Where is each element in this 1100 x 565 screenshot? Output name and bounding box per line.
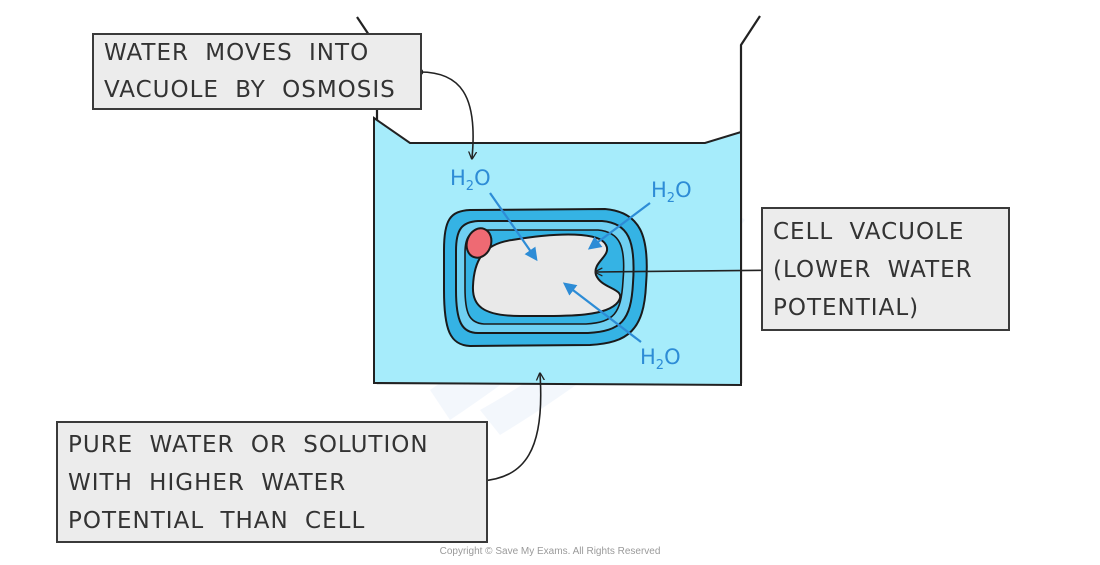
- water-arrow-bottom-right: [562, 282, 642, 343]
- osmosis-label: WATER MOVES INTO VACUOLE BY OSMOSIS: [92, 33, 422, 110]
- solution-leader: [480, 374, 541, 482]
- vacuole-label-line-1: CELL VACUOLE: [773, 219, 965, 245]
- solution-label-line-3: POTENTIAL THAN CELL: [68, 508, 366, 534]
- h2o-label-top-right: H2O: [651, 178, 692, 206]
- solution-label-line-1: PURE WATER OR SOLUTION: [68, 432, 429, 458]
- water-arrow-top-left: [489, 192, 538, 262]
- h2o-label-bottom: H2O: [640, 345, 681, 373]
- vacuole-label-line-3: POTENTIAL): [773, 295, 920, 321]
- solution-label: PURE WATER OR SOLUTION WITH HIGHER WATER…: [56, 421, 488, 543]
- osmosis-leader: [419, 71, 473, 158]
- copyright-notice: Copyright © Save My Exams. All Rights Re…: [439, 546, 661, 557]
- nucleus: [465, 227, 493, 259]
- vacuole-label: CELL VACUOLE (LOWER WATER POTENTIAL): [761, 207, 1010, 331]
- osmosis-label-line-2: VACUOLE BY OSMOSIS: [104, 77, 396, 103]
- solution-label-line-2: WITH HIGHER WATER: [68, 470, 347, 496]
- vacuole-label-line-2: (LOWER WATER: [773, 257, 973, 283]
- h2o-label-top-left: H2O: [450, 166, 491, 194]
- vacuole: [471, 233, 622, 318]
- water-arrow-top-right: [587, 202, 651, 250]
- osmosis-label-line-1: WATER MOVES INTO: [104, 40, 370, 66]
